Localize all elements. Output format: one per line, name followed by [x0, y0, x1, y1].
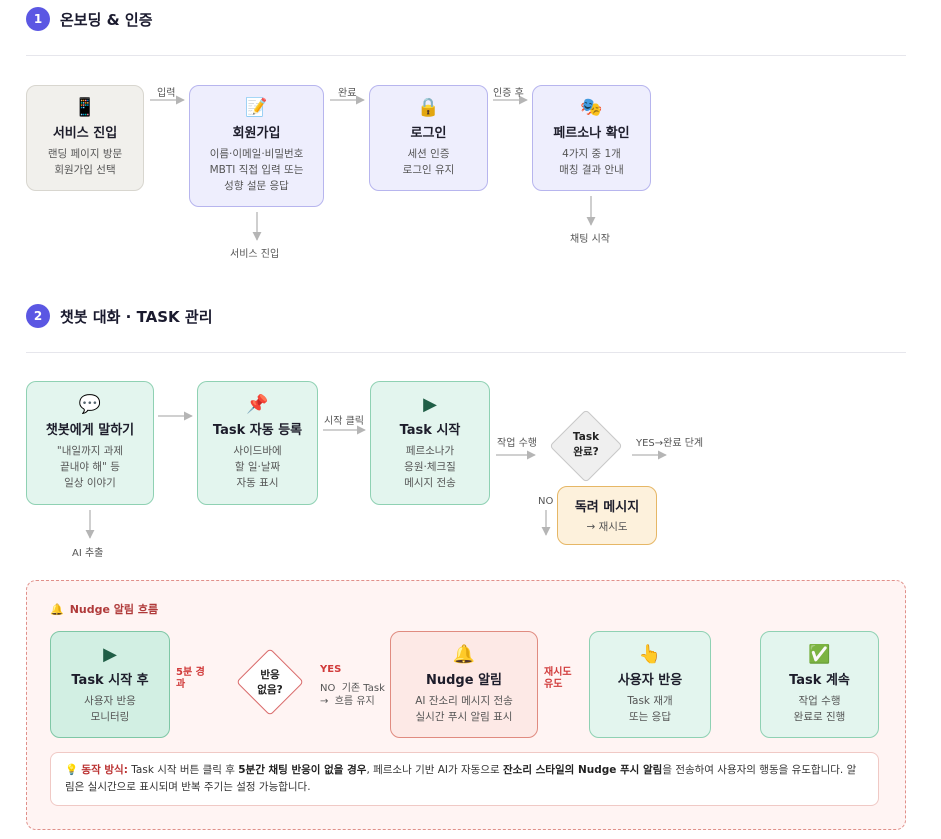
after-start-desc: 사용자 반응 모니터링 — [84, 694, 136, 723]
task-continue-desc: 작업 수행 완료로 진행 — [793, 694, 846, 723]
label-input: 입력 — [157, 88, 176, 99]
label-done: 완료 — [338, 88, 357, 99]
note-bold-2: 잔소리 스타일의 Nudge 푸시 알림 — [503, 764, 663, 776]
task-continue-title: Task 계속 — [789, 672, 850, 688]
note-text-3: 을 전송하여 사용자의 행동을 유도합니다. 알림은 실시간으로 표시되며 반복… — [65, 764, 857, 793]
nudge-alert-box: 🔔 Nudge 알림 AI 잔소리 메시지 전송 실시간 푸시 알림 표시 — [390, 631, 538, 738]
speech-bubble-icon: 💬 — [78, 394, 102, 415]
user-response-desc: Task 재개 또는 응답 — [627, 694, 673, 723]
login-title: 로그인 — [410, 126, 447, 141]
label-retry: 재시도 유도 — [544, 667, 572, 690]
auto-register-desc: 사이드바에 할 일·날짜 자동 표시 — [233, 445, 282, 489]
note-text-2: , 페르소나 기반 AI가 자동으로 — [366, 764, 504, 776]
section-1-number: 1 — [26, 7, 50, 31]
section-1-title: 온보딩 & 인증 — [60, 11, 153, 29]
encourage-desc: → 재시도 — [586, 521, 628, 533]
talk-title: 챗봇에게 말하기 — [45, 423, 135, 438]
bell-icon: 🔔 — [452, 643, 476, 665]
label-yes-done: YES→완료 단계 — [636, 438, 704, 449]
user-response-box: 👆 사용자 반응 Task 재개 또는 응답 — [589, 631, 711, 738]
lightbulb-icon: 💡 — [65, 764, 79, 776]
service-entry-desc: 랜딩 페이지 방문 회원가입 선택 — [47, 148, 123, 176]
auto-register-title: Task 자동 등록 — [212, 423, 303, 438]
service-entry-box: 📱 서비스 진입 랜딩 페이지 방문 회원가입 선택 — [26, 85, 144, 191]
login-box: 🔒 로그인 세션 인증 로그인 유지 — [369, 85, 488, 191]
label-after-auth: 인증 후 — [493, 88, 524, 99]
task-start-desc: 페르소나가 응원·체크질 메시지 전송 — [404, 445, 456, 489]
nudge-flow-title: Nudge 알림 흐름 — [69, 603, 159, 616]
talk-box: 💬 챗봇에게 말하기 "내일까지 과제 끝내야 해" 등 일상 이야기 — [26, 381, 154, 505]
auto-register-box: 📌 Task 자동 등록 사이드바에 할 일·날짜 자동 표시 — [197, 381, 318, 505]
pointing-hand-icon: 👆 — [638, 643, 662, 665]
section-2-number: 2 — [26, 304, 50, 328]
masks-icon: 🎭 — [580, 97, 603, 118]
service-entry-title: 서비스 진입 — [52, 126, 118, 141]
check-mark-icon: ✅ — [808, 643, 831, 665]
signup-box: 📝 회원가입 이름·이메일·비밀번호 MBTI 직접 입력 또는 성향 설문 응… — [189, 85, 324, 207]
note-text-1: Task 시작 버튼 클릭 후 — [127, 764, 239, 776]
nudge-alert-desc: AI 잔소리 메시지 전송 실시간 푸시 알림 표시 — [415, 694, 513, 723]
bell-icon: 🔔 — [50, 602, 64, 616]
after-start-title: Task 시작 후 — [71, 672, 149, 688]
task-start-title: Task 시작 — [399, 423, 461, 438]
task-continue-box: ✅ Task 계속 작업 수행 완료로 진행 — [760, 631, 879, 738]
phone-icon: 📱 — [73, 97, 97, 118]
persona-box: 🎭 페르소나 확인 4가지 중 1개 매칭 결과 안내 — [532, 85, 651, 191]
label-five-min: 5분 경 과 — [176, 667, 205, 690]
signup-desc: 이름·이메일·비밀번호 MBTI 직접 입력 또는 성향 설문 응답 — [209, 148, 304, 192]
encourage-title: 독려 메시지 — [574, 500, 640, 515]
play-icon: ▶ — [103, 643, 117, 665]
after-start-box: ▶ Task 시작 후 사용자 반응 모니터링 — [50, 631, 170, 738]
encourage-box: 독려 메시지 → 재시도 — [557, 486, 657, 545]
no-response-decision-text: 반응 없음? — [257, 669, 283, 696]
task-start-box: ▶ Task 시작 페르소나가 응원·체크질 메시지 전송 — [370, 381, 490, 505]
label-no-keep: NO 기존 Task → 흐름 유지 — [320, 683, 385, 707]
how-it-works-note: 💡 동작 방식: Task 시작 버튼 클릭 후 5분간 채팅 반응이 없을 경… — [50, 752, 879, 806]
user-response-title: 사용자 반응 — [617, 672, 683, 688]
talk-desc: "내일까지 과제 끝내야 해" 등 일상 이야기 — [56, 445, 124, 489]
persona-desc: 4가지 중 1개 매칭 결과 안내 — [559, 148, 624, 176]
pushpin-icon: 📌 — [246, 394, 269, 415]
nudge-flow-header: 🔔 Nudge 알림 흐름 — [50, 601, 158, 617]
label-ai-extract: AI 추출 — [72, 548, 104, 559]
section-1-divider — [26, 55, 906, 56]
note-label: 동작 방식: — [81, 764, 128, 776]
label-start-click: 시작 클릭 — [324, 416, 364, 427]
signup-title: 회원가입 — [232, 126, 281, 141]
note-bold-1: 5분간 채팅 반응이 없을 경우 — [238, 764, 367, 776]
label-working: 작업 수행 — [497, 438, 537, 449]
login-desc: 세션 인증 로그인 유지 — [402, 148, 455, 176]
label-chat-start: 채팅 시작 — [570, 234, 610, 245]
label-service-enter: 서비스 진입 — [230, 249, 280, 260]
section-2-divider — [26, 352, 906, 353]
section-2-title: 챗봇 대화 · TASK 관리 — [60, 308, 213, 326]
lock-icon: 🔒 — [417, 97, 440, 118]
play-icon: ▶ — [423, 394, 437, 415]
label-yes: YES — [320, 664, 342, 675]
persona-title: 페르소나 확인 — [553, 126, 630, 141]
nudge-alert-title: Nudge 알림 — [425, 672, 502, 688]
label-no: NO — [538, 496, 554, 507]
memo-icon: 📝 — [245, 97, 268, 118]
task-complete-decision-text: Task 완료? — [572, 431, 600, 458]
